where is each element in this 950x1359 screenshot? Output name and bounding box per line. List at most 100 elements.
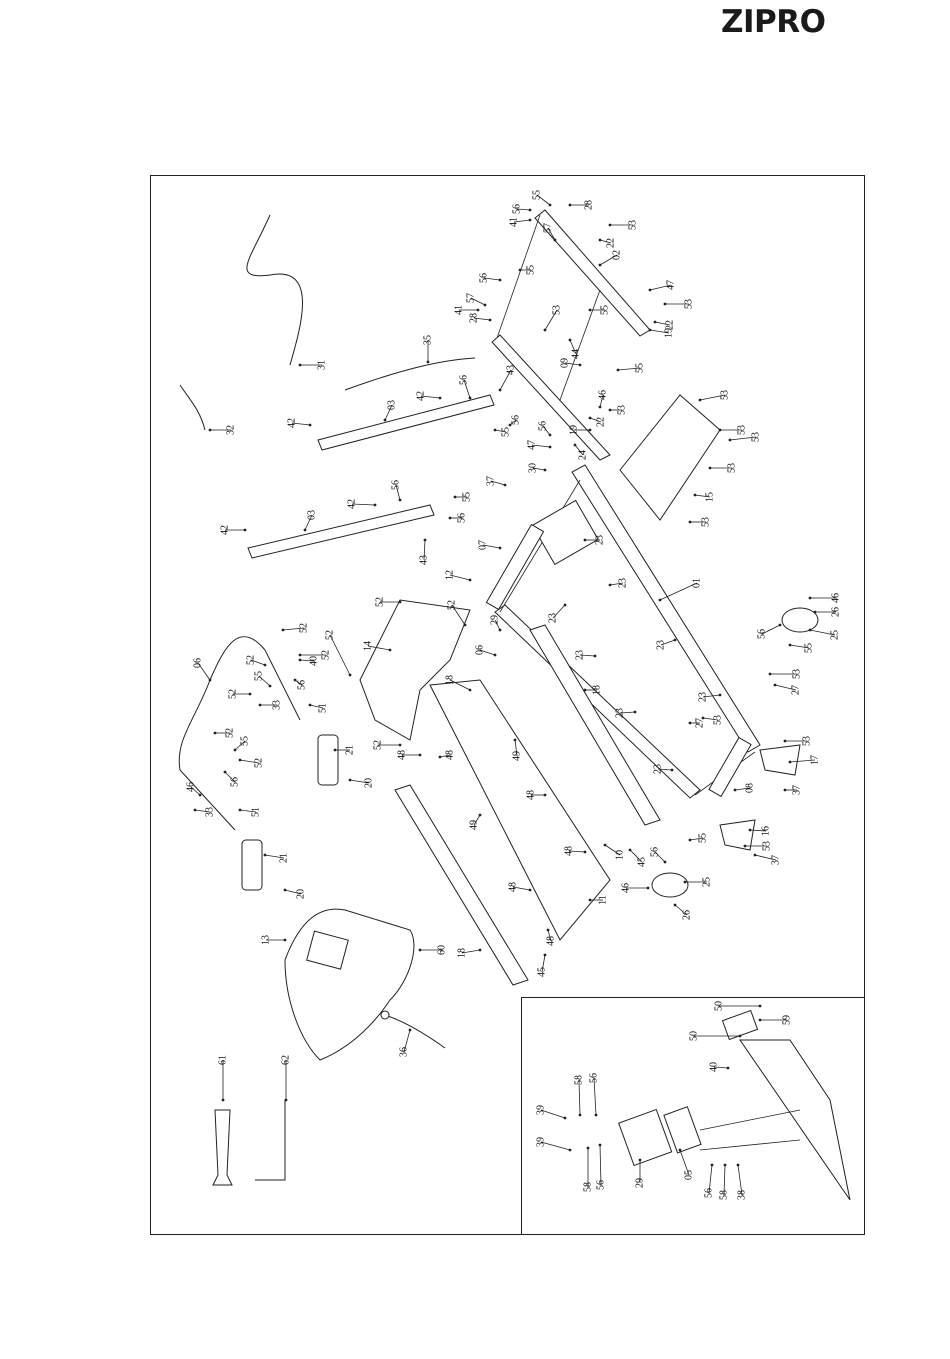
part-number-label: 42: [219, 525, 230, 535]
part-callout-53: 53: [743, 841, 772, 851]
leader-line: [294, 679, 303, 686]
part-callout-23: 23: [547, 603, 567, 623]
leader-dot: [248, 692, 252, 696]
part-callout-56: 56: [458, 375, 472, 400]
leader-line: [494, 429, 507, 433]
part-callout-46: 46: [620, 883, 650, 893]
leader-dot: [468, 688, 472, 692]
leader-dot: [308, 423, 312, 427]
leader-dot: [701, 716, 705, 720]
part-callout-50: 50: [713, 1001, 762, 1011]
leader-line: [599, 254, 618, 266]
leader-line: [749, 829, 767, 832]
part-callout-05: 05: [678, 1148, 694, 1180]
part-callout-48: 48: [545, 928, 556, 946]
part-callout-23: 23: [574, 650, 597, 660]
leader-line: [329, 634, 351, 676]
leader-dot: [478, 813, 482, 817]
part-number-label: 22: [605, 238, 616, 248]
leader-line: [239, 809, 257, 813]
part-number-label: 52: [320, 650, 331, 660]
leader-dot: [528, 888, 532, 892]
part-number-label: 41: [453, 305, 464, 315]
leader-line: [351, 503, 376, 506]
leader-line: [516, 208, 531, 211]
wrench-tool: [212, 1109, 233, 1186]
part-callout-55: 55: [233, 736, 250, 752]
part-callout-06: 06: [474, 645, 497, 657]
leader-dot: [546, 928, 550, 932]
leader-line: [604, 844, 621, 856]
part-number-label: 56: [595, 1180, 606, 1190]
part-callout-53: 53: [718, 425, 747, 435]
leader-line: [420, 395, 441, 399]
leader-dot: [710, 1163, 714, 1167]
leader-dot: [303, 528, 307, 532]
leader-line: [449, 679, 471, 691]
leader-dot: [648, 288, 652, 292]
part-number-label: 15: [704, 492, 715, 502]
leader-line: [473, 317, 491, 321]
part-number-label: 52: [446, 600, 457, 610]
part-number-label: 55: [803, 643, 814, 653]
part-callout-25: 25: [808, 628, 840, 640]
leader-dot: [588, 898, 592, 902]
part-number-label: 19: [568, 425, 579, 435]
part-number-label: 21: [344, 745, 355, 755]
leader-dot: [398, 600, 402, 604]
part-number-label: 59: [781, 1015, 792, 1025]
leader-dot: [698, 398, 702, 402]
handle-tube-part: [317, 734, 339, 786]
part-callout-20: 20: [348, 778, 374, 788]
part-number-label: 35: [422, 335, 433, 345]
part-number-label: 27: [694, 718, 705, 728]
part-callout-58: 58: [718, 1163, 729, 1200]
part-callout-48: 48: [563, 846, 587, 856]
leader-dot: [808, 596, 812, 600]
part-callout-56: 56: [595, 1143, 606, 1190]
leader-line: [599, 1144, 602, 1186]
part-number-label: 46: [620, 883, 631, 893]
leader-dot: [768, 672, 772, 676]
part-number-label: 55: [239, 736, 250, 746]
motor-part: [531, 499, 599, 566]
part-callout-02: 02: [598, 250, 622, 267]
leader-dot: [568, 338, 572, 342]
part-callout-52: 52: [324, 630, 352, 677]
part-callout-62: 62: [280, 1055, 291, 1102]
leader-dot: [608, 223, 612, 227]
part-number-label: 53: [750, 432, 761, 442]
leader-dot: [658, 598, 662, 602]
part-callout-46: 46: [185, 782, 202, 797]
leader-line: [589, 417, 602, 423]
power-cable-part: [246, 214, 303, 366]
leader-dot: [308, 703, 312, 707]
part-number-label: 60: [436, 945, 447, 955]
part-callout-18: 18: [444, 675, 472, 692]
part-number-label: 23: [574, 650, 585, 660]
leader-dot: [594, 1113, 598, 1117]
leader-dot: [773, 683, 777, 687]
part-number-label: 33: [271, 700, 282, 710]
part-number-label: 52: [298, 623, 309, 633]
leader-dot: [688, 520, 692, 524]
leader-dot: [283, 938, 287, 942]
part-callout-25: 25: [683, 877, 712, 887]
part-number-label: 28: [468, 313, 479, 323]
part-number-label: 23: [697, 692, 708, 702]
leader-dot: [238, 808, 242, 812]
leader-dot: [548, 203, 552, 207]
part-number-label: 56: [703, 1188, 714, 1198]
part-number-label: 31: [316, 360, 327, 370]
safety-key-part: [384, 1014, 446, 1049]
console-display-part: [306, 930, 349, 970]
part-callout-56: 56: [390, 480, 402, 502]
part-callout-41: 41: [508, 217, 532, 227]
side-cover-part: [651, 872, 689, 898]
part-number-label: 18: [444, 675, 455, 685]
leader-line: [679, 1149, 690, 1176]
leader-line: [514, 739, 518, 757]
part-number-label: 56: [511, 204, 522, 214]
leader-dot: [408, 1028, 412, 1032]
leader-line: [568, 850, 586, 853]
